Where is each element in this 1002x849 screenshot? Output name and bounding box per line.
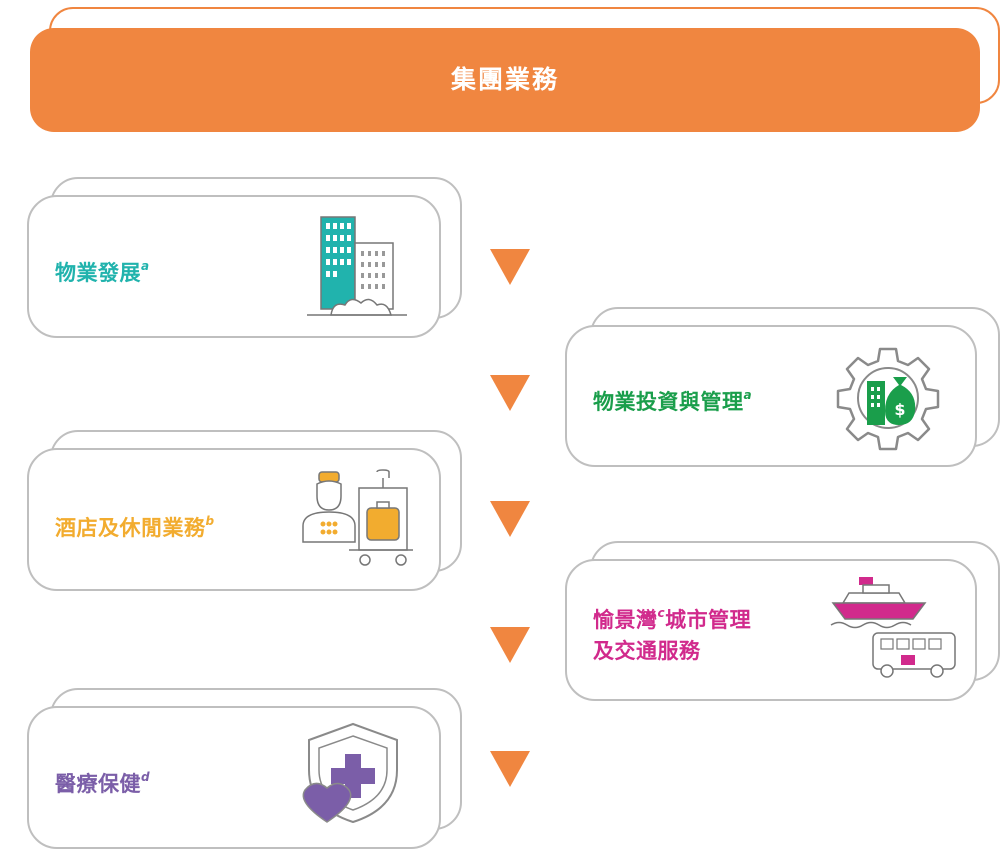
down-arrow-icon (490, 627, 530, 663)
label-db-city-management: 愉景灣c城市管理 及交通服務 (593, 606, 752, 663)
gear-money-icon: $ (836, 347, 940, 451)
card-property-development: 物業發展a (27, 195, 441, 338)
svg-text:$: $ (894, 400, 905, 419)
down-arrow-icon (490, 751, 530, 787)
card-db-city-management: 愉景灣c城市管理 及交通服務 (565, 559, 977, 701)
ferry-bus-icon (830, 577, 956, 678)
down-arrow-icon (490, 501, 530, 537)
card-healthcare: 醫療保健d (27, 706, 441, 849)
down-arrow-icon (490, 375, 530, 411)
card-hotel-leisure: 酒店及休閒業務b (27, 448, 441, 591)
banner-title: 集團業務 (450, 65, 559, 94)
label-healthcare: 醫療保健d (55, 770, 151, 796)
group-business-banner: 集團業務 (30, 28, 980, 132)
label-property-development: 物業發展a (55, 259, 150, 285)
shield-heart-icon (302, 722, 398, 824)
label-hotel-leisure: 酒店及休閒業務b (55, 514, 215, 540)
label-property-investment: 物業投資與管理a (593, 388, 753, 414)
buildings-icon (307, 216, 407, 316)
card-property-investment: 物業投資與管理a $ (565, 325, 977, 467)
hotel-staff-luggage-icon (302, 469, 413, 566)
down-arrow-icon (490, 249, 530, 285)
